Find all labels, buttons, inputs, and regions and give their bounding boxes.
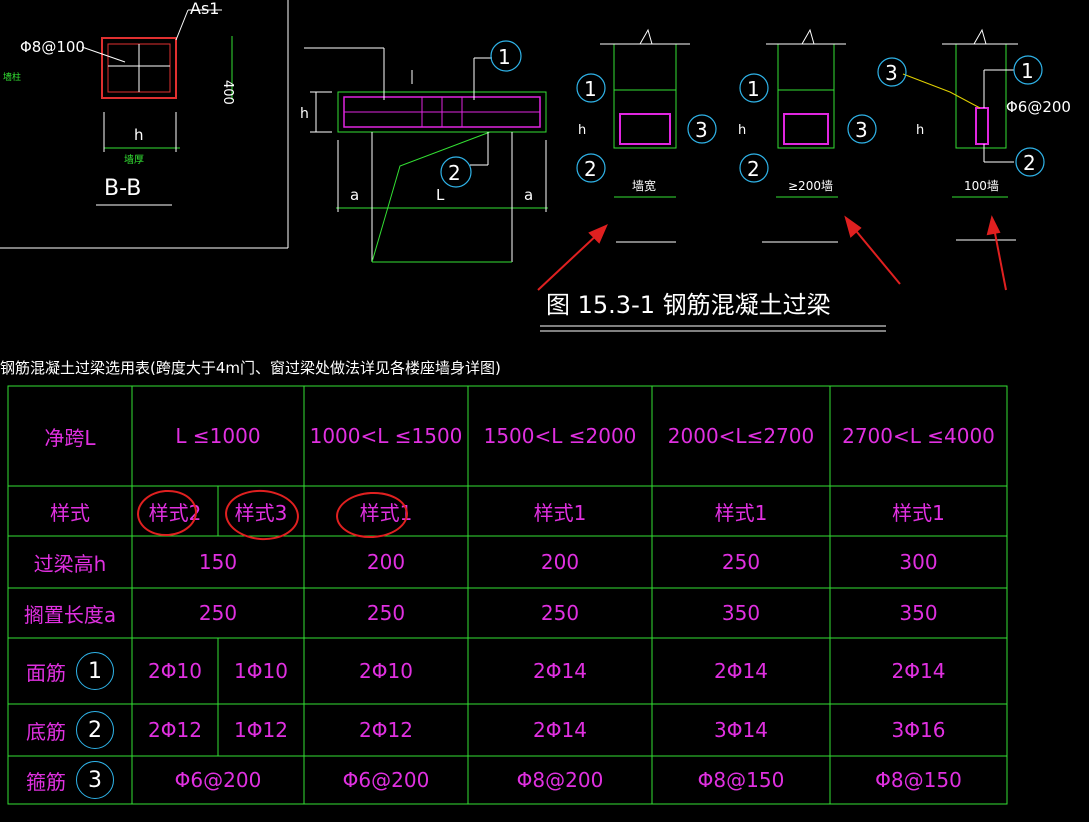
cell-top-bar-4: 2Φ14 xyxy=(714,659,768,683)
cell-top-bar-2: 2Φ10 xyxy=(359,659,413,683)
section-style-2: 1 2 3 h ≥200墙 xyxy=(738,28,877,243)
cell-height-3: 200 xyxy=(540,550,580,574)
cell-span-4: 2000<L≤2700 xyxy=(667,424,815,448)
figure-title-text: 图 15.3-1 钢筋混凝土过梁 xyxy=(546,291,831,319)
bb-stirrup-label: Φ8@100 xyxy=(20,38,85,56)
row-label-bearing: 搁置长度a xyxy=(23,602,117,627)
bottom-bar-label: 底筋 xyxy=(26,719,66,744)
cell-top-bar-1b: 1Φ10 xyxy=(234,659,288,683)
cell-stirrup-4: Φ8@150 xyxy=(697,768,785,792)
cell-bearing-4: 350 xyxy=(721,601,761,625)
cell-bearing-3: 250 xyxy=(540,601,580,625)
cell-height-5: 300 xyxy=(899,550,938,574)
row-label-stirrup: 箍筋 3 xyxy=(8,756,132,804)
cell-bearing-2: 250 xyxy=(366,601,406,625)
lintel-elevation: h a L a 1 2 xyxy=(300,40,548,263)
sec1-width-label: 墙宽 xyxy=(632,178,656,193)
sec3-callout-1: 1 xyxy=(1021,59,1034,83)
sec3-width-label: 100墙 xyxy=(964,179,999,193)
cell-style-5: 样式1 xyxy=(892,500,945,525)
cell-bottom-bar-4: 3Φ14 xyxy=(714,718,768,742)
sec3-stirrup-label: Φ6@200 xyxy=(1006,98,1071,116)
cell-style-1a: 样式2 xyxy=(148,500,202,525)
cell-style-2: 样式1 xyxy=(359,500,413,525)
red-annotation-arrows xyxy=(537,215,1007,291)
cell-style-4: 样式1 xyxy=(714,500,768,525)
cell-top-bar-1a: 2Φ10 xyxy=(148,659,202,683)
bottom-bar-circle-icon: 2 xyxy=(76,711,114,749)
sec3-callout-2: 2 xyxy=(1023,151,1036,175)
row-label-bottom-bar: 底筋 2 xyxy=(8,704,132,756)
bb-dim-h: h xyxy=(134,126,144,144)
section-style-3: 3 1 2 h Φ6@200 100墙 xyxy=(877,28,1071,241)
sec2-dim-h: h xyxy=(738,123,746,138)
sec1-dim-h: h xyxy=(578,123,586,138)
cell-top-bar-5: 2Φ14 xyxy=(891,659,946,683)
sec3-callout-3: 3 xyxy=(885,61,898,85)
cell-bearing-1: 250 xyxy=(198,601,238,625)
cell-style-1b: 样式3 xyxy=(234,500,288,525)
top-bar-label: 面筋 xyxy=(26,660,66,685)
sec1-callout-2: 2 xyxy=(584,157,597,181)
cell-stirrup-2: Φ6@200 xyxy=(342,768,430,792)
cell-stirrup-1: Φ6@200 xyxy=(174,768,262,792)
table-title: 钢筋混凝土过梁选用表(跨度大于4m门、窗过梁处做法详见各楼座墙身详图) xyxy=(0,359,501,377)
cell-height-1: 150 xyxy=(198,550,238,574)
cell-bottom-bar-3: 2Φ14 xyxy=(533,718,587,742)
elev-dim-a-right: a xyxy=(524,186,533,204)
bb-as-label: As1 xyxy=(190,0,219,18)
bb-section-label: B-B xyxy=(104,176,141,201)
cell-stirrup-3: Φ8@200 xyxy=(516,768,604,792)
sec2-callout-2: 2 xyxy=(747,157,760,181)
row-label-top-bar: 面筋 1 xyxy=(8,638,132,704)
cell-span-3: 1500<L ≤2000 xyxy=(483,424,637,448)
cell-style-3: 样式1 xyxy=(533,500,587,525)
cell-bottom-bar-1b: 1Φ12 xyxy=(234,718,288,742)
row-label-height: 过梁高h xyxy=(33,551,107,576)
bb-wall-label: 墙厚 xyxy=(124,153,144,166)
cell-bottom-bar-1a: 2Φ12 xyxy=(148,718,202,742)
stirrup-label: 箍筋 xyxy=(26,769,66,794)
sec2-width-label: ≥200墙 xyxy=(788,179,833,193)
stirrup-circle-icon: 3 xyxy=(76,761,114,799)
sec2-callout-3: 3 xyxy=(855,118,868,142)
elev-dim-h: h xyxy=(300,106,309,122)
sec2-callout-1: 1 xyxy=(747,77,760,101)
bb-section: As1 Φ8@100 400 h 墙厚 B-B 墙柱 xyxy=(0,0,289,249)
sec1-callout-3: 3 xyxy=(695,118,708,142)
row-label-span: 净跨L xyxy=(44,425,96,450)
sec3-dim-h: h xyxy=(916,123,924,138)
cell-stirrup-5: Φ8@150 xyxy=(875,768,962,792)
elev-dim-L: L xyxy=(436,186,445,204)
row-label-style: 样式 xyxy=(50,500,90,525)
section-style-1: 1 2 3 h 墙宽 xyxy=(576,28,717,243)
cell-span-1: L ≤1000 xyxy=(175,424,261,448)
cell-top-bar-3: 2Φ14 xyxy=(533,659,587,683)
cell-bottom-bar-2: 2Φ12 xyxy=(359,718,413,742)
elev-dim-a-left: a xyxy=(350,186,359,204)
cell-span-5: 2700<L ≤4000 xyxy=(842,424,995,448)
cell-span-2: 1000<L ≤1500 xyxy=(309,424,463,448)
figure-title: 图 15.3-1 钢筋混凝土过梁 xyxy=(540,291,886,332)
top-bar-circle-icon: 1 xyxy=(76,652,114,690)
cell-bearing-5: 350 xyxy=(899,601,938,625)
elev-callout-1: 1 xyxy=(498,45,511,69)
cell-bottom-bar-5: 3Φ16 xyxy=(891,718,946,742)
bb-side-text: 墙柱 xyxy=(3,71,21,83)
sec1-callout-1: 1 xyxy=(584,77,597,101)
table-grid xyxy=(7,385,1008,805)
bb-dim-400: 400 xyxy=(220,80,235,105)
elev-callout-2: 2 xyxy=(448,161,461,185)
cell-height-4: 250 xyxy=(721,550,761,574)
cell-height-2: 200 xyxy=(366,550,406,574)
